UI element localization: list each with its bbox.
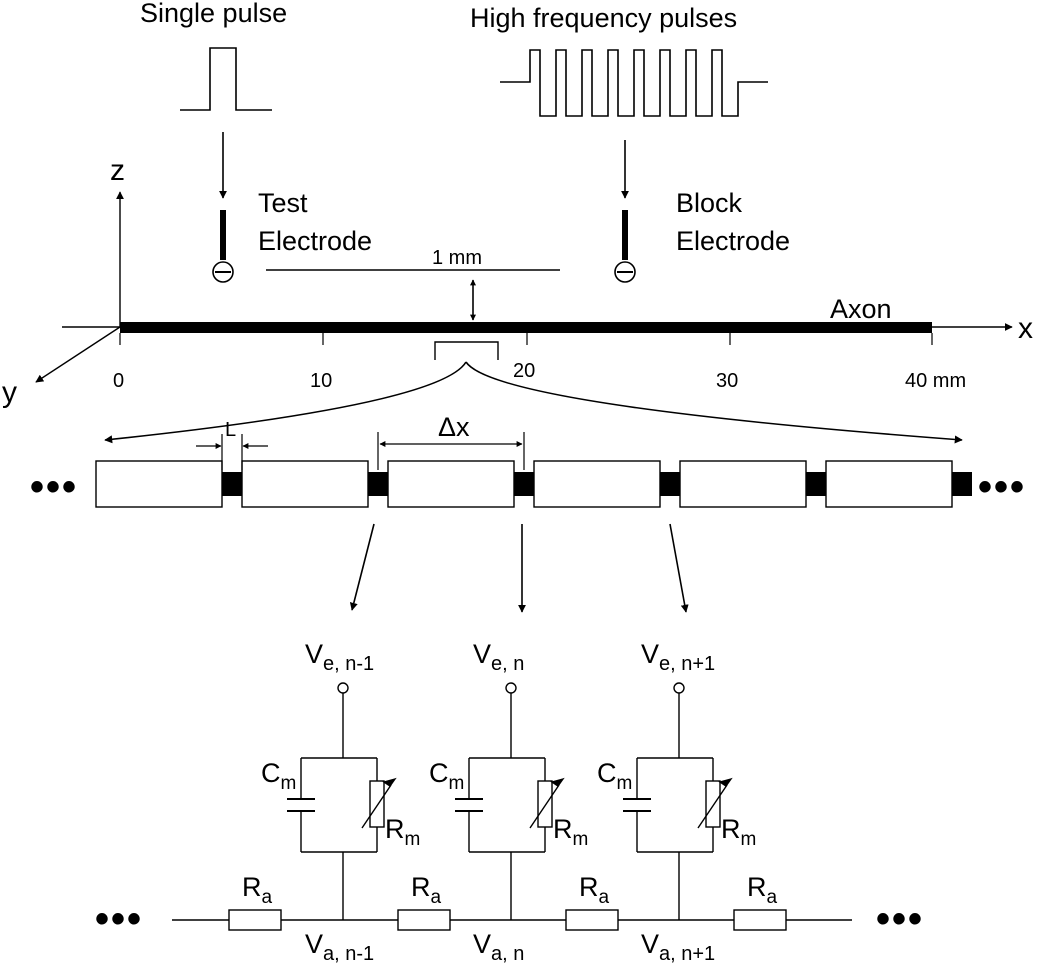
rm-label-1: Rm xyxy=(385,814,420,850)
tick-label-10: 10 xyxy=(310,370,332,392)
node-length-label: L xyxy=(225,419,236,441)
block-electrode-label-1: Block xyxy=(676,188,743,218)
ra-label-4: Ra xyxy=(747,872,778,908)
node-circuit-3 xyxy=(623,682,733,920)
va-label-2: Va, n xyxy=(473,929,524,965)
block-electrode-label-2: Electrode xyxy=(676,226,790,256)
membrane-resistor xyxy=(369,780,385,828)
cm-label-2: Cm xyxy=(429,758,464,794)
single-pulse-title: Single pulse xyxy=(140,0,287,28)
ve-terminal-1 xyxy=(337,682,349,694)
x-axis-ticks xyxy=(119,333,933,345)
single-pulse-waveform xyxy=(180,47,272,111)
distance-label: 1 mm xyxy=(432,247,482,269)
chain-ellipsis-left: ••• xyxy=(30,465,78,509)
y-axis xyxy=(35,326,121,383)
internode-label: Δx xyxy=(438,412,470,442)
membrane-resistor xyxy=(537,780,553,828)
zoom-arrow-right xyxy=(465,361,963,444)
tick-label-20: 20 xyxy=(513,360,535,382)
variable-arrow xyxy=(697,784,728,829)
axon xyxy=(120,322,932,333)
node-arrow-1 xyxy=(349,523,375,611)
ra-label-3: Ra xyxy=(579,872,610,908)
variable-arrowhead xyxy=(550,777,565,787)
variable-arrow xyxy=(529,784,560,829)
variable-arrowhead xyxy=(718,777,733,787)
variable-arrowhead xyxy=(382,777,397,787)
zoom-arrow-left xyxy=(104,361,467,444)
x-axis-label: x xyxy=(1018,312,1033,345)
chain-ellipsis-right: ••• xyxy=(978,465,1026,509)
ve-terminal-2 xyxy=(505,682,517,694)
axon-label: Axon xyxy=(830,294,892,324)
node-arrow-3 xyxy=(669,523,689,613)
rm-label-2: Rm xyxy=(553,814,588,850)
hf-pulses-waveform xyxy=(500,49,768,117)
tick-label-30: 30 xyxy=(716,370,738,392)
ve-label-2: Ve, n xyxy=(473,639,524,675)
rm-label-3: Rm xyxy=(721,814,756,850)
variable-arrow xyxy=(361,784,392,829)
circuit-ellipsis-left: ••• xyxy=(95,897,143,941)
va-label-1: Va, n-1 xyxy=(305,929,374,965)
ve-label-1: Ve, n-1 xyxy=(305,639,374,675)
ra-label-2: Ra xyxy=(411,872,442,908)
membrane-resistor xyxy=(705,780,721,828)
ve-terminal-3 xyxy=(673,682,685,694)
circuit-ellipsis-right: ••• xyxy=(876,897,924,941)
block-electrode xyxy=(614,210,636,283)
internode-dimension xyxy=(377,432,525,470)
cm-label-3: Cm xyxy=(597,758,632,794)
test-electrode-label-2: Electrode xyxy=(258,226,372,256)
hf-pulses-title: High frequency pulses xyxy=(470,3,737,33)
ve-label-3: Ve, n+1 xyxy=(641,639,715,675)
axial-resistors xyxy=(228,909,787,931)
tick-label-40: 40 mm xyxy=(905,370,966,392)
test-electrode xyxy=(212,210,234,283)
zoom-bracket xyxy=(434,341,499,360)
cm-label-1: Cm xyxy=(261,758,296,794)
va-label-3: Va, n+1 xyxy=(641,929,715,965)
node-length-dimension xyxy=(196,434,268,470)
tick-label-0: 0 xyxy=(113,370,124,392)
y-axis-label: y xyxy=(2,376,17,409)
segment-chain xyxy=(95,460,972,508)
node-circuit-1 xyxy=(287,682,397,920)
test-electrode-label-1: Test xyxy=(258,188,308,218)
ra-label-1: Ra xyxy=(242,872,273,908)
node-circuit-2 xyxy=(455,682,565,920)
z-axis-label: z xyxy=(110,154,125,187)
